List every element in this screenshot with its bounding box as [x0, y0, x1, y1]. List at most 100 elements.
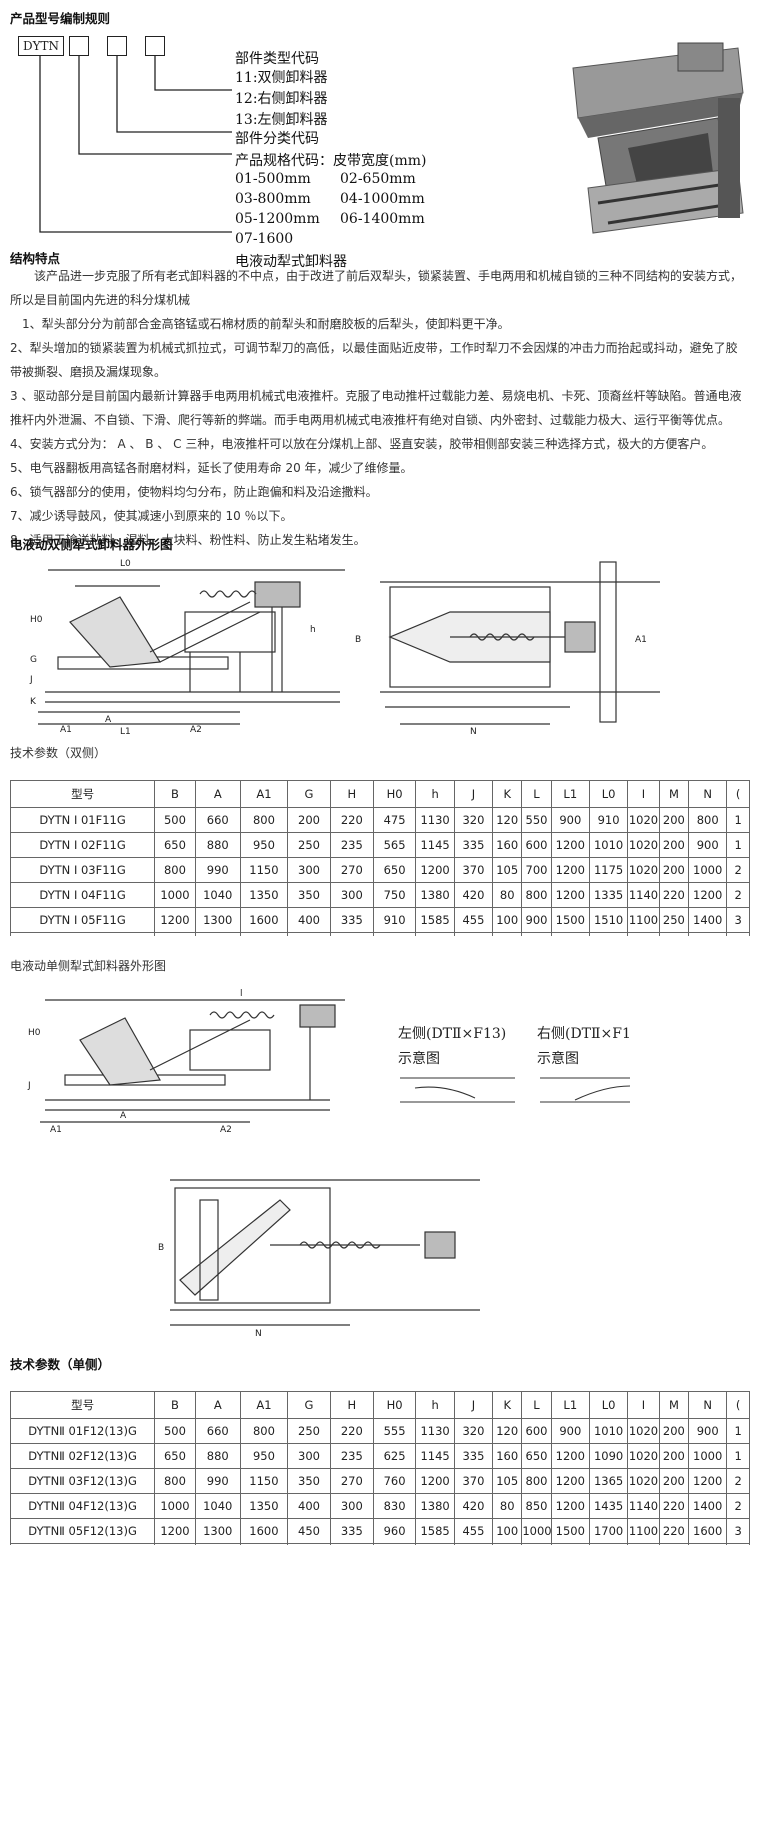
double-value-cell: 900: [521, 907, 552, 933]
single-value-cell: 1300: [194, 1543, 241, 1545]
double-value-cell: 1500: [550, 932, 590, 936]
double-value-cell: 335: [453, 832, 494, 858]
dim-A1-single: A1: [50, 1125, 62, 1135]
dim-l-single: l: [240, 989, 243, 999]
double-value-cell: 200: [287, 807, 331, 833]
single-model-cell: DYTNⅡ 03F12(13)G: [9, 1468, 156, 1494]
double-value-cell: 450: [287, 932, 331, 936]
single-value-cell: 100: [492, 1518, 523, 1544]
double-figure-title: 电液动双侧犁式卸料器外形图: [10, 537, 173, 552]
dim-A1-plan: A1: [635, 635, 647, 645]
double-value-cell: 1100: [627, 907, 660, 933]
single-value-cell: 1200: [550, 1468, 590, 1494]
double-header-cell: K: [492, 780, 523, 808]
dim-L0: L0: [120, 559, 131, 569]
single-value-cell: 1010: [588, 1418, 629, 1444]
double-value-cell: 700: [521, 857, 552, 883]
double-value-cell: 990: [194, 857, 241, 883]
single-value-cell: 830: [372, 1493, 417, 1519]
single-value-cell: 1150: [239, 1468, 289, 1494]
double-value-cell: 1400: [688, 907, 728, 933]
single-value-cell: 455: [453, 1518, 494, 1544]
single-value-cell: 1020: [627, 1418, 660, 1444]
single-value-cell: 650: [521, 1443, 552, 1469]
double-value-cell: 1810: [239, 932, 289, 936]
feature-5: 5、电气器翻板用高锰各耐磨材料，延长了使用寿命 20 年，减少了维修量。: [10, 461, 413, 475]
double-value-cell: 1200: [550, 882, 590, 908]
single-value-cell: 1130: [415, 1418, 455, 1444]
legend-04: 04-1000mm: [340, 191, 425, 207]
double-value-cell: 100: [492, 907, 523, 933]
single-value-cell: 400: [287, 1493, 331, 1519]
single-value-cell: 2: [726, 1468, 750, 1494]
double-params-title: 技术参数（双侧）: [10, 746, 107, 760]
double-header-cell: N: [688, 780, 728, 808]
dim-G: G: [30, 655, 37, 665]
double-value-cell: 1145: [415, 832, 455, 858]
single-header-cell: H: [329, 1391, 374, 1419]
single-value-cell: 1700: [588, 1518, 629, 1544]
single-value-cell: 1100: [627, 1518, 660, 1544]
double-value-cell: 500: [154, 807, 196, 833]
double-value-cell: 200: [658, 832, 690, 858]
double-value-cell: 1500: [550, 907, 590, 933]
double-value-cell: 220: [658, 882, 690, 908]
single-value-cell: 1: [726, 1418, 750, 1444]
single-header-cell: N: [688, 1391, 728, 1419]
single-value-cell: 335: [453, 1443, 494, 1469]
single-value-cell: 1350: [239, 1493, 289, 1519]
code-box-3: [145, 36, 165, 56]
single-model-cell: DYTNⅡ 04F12(13)G: [9, 1493, 156, 1519]
dim-N: N: [470, 727, 477, 737]
double-value-cell: 1040: [194, 882, 241, 908]
single-value-cell: 1020: [627, 1468, 660, 1494]
left-diagram-label: 左侧(DTⅡ×F13): [398, 1026, 507, 1042]
single-figure-title: 电液动单侧犁式卸料器外形图: [10, 959, 167, 973]
double-value-cell: 350: [287, 882, 331, 908]
single-value-cell: 990: [194, 1468, 241, 1494]
features-title: 结构特点: [10, 251, 61, 266]
single-value-cell: 350: [287, 1468, 331, 1494]
single-value-cell: 1090: [588, 1443, 629, 1469]
double-header-cell: M: [658, 780, 690, 808]
legend-12: 12:右侧卸料器: [235, 91, 328, 107]
single-value-cell: 960: [372, 1518, 417, 1544]
single-value-cell: 490: [453, 1543, 494, 1545]
single-value-cell: 660: [194, 1418, 241, 1444]
single-value-cell: 1000: [154, 1493, 196, 1519]
single-model-cell: DYTNⅡ 06F12(13)G: [9, 1543, 156, 1545]
double-value-cell: 3: [726, 932, 750, 936]
double-value-cell: 650: [154, 832, 196, 858]
double-value-cell: 1710: [588, 932, 629, 936]
double-value-cell: 900: [550, 807, 590, 833]
double-value-cell: 1350: [239, 882, 289, 908]
single-value-cell: 1200: [550, 1493, 590, 1519]
double-header-cell: L1: [550, 780, 590, 808]
single-value-cell: 1890: [588, 1543, 629, 1545]
double-value-cell: 880: [194, 832, 241, 858]
legend-part-type: 部件类型代码: [235, 51, 319, 67]
legend-02: 02-650mm: [340, 171, 416, 187]
double-value-cell: 1025: [372, 932, 417, 936]
double-value-cell: 3: [726, 907, 750, 933]
double-value-cell: 1200: [688, 882, 728, 908]
single-value-cell: 220: [658, 1493, 690, 1519]
double-value-cell: 1000: [154, 882, 196, 908]
single-value-cell: 420: [453, 1493, 494, 1519]
single-plan-drawing: B N: [158, 1179, 480, 1339]
single-value-cell: 370: [453, 1468, 494, 1494]
double-value-cell: 250: [658, 907, 690, 933]
double-model-cell: DYTN I 02F11G: [9, 832, 156, 858]
single-value-cell: 1500: [550, 1518, 590, 1544]
legend-11: 11:双侧卸料器: [235, 70, 328, 86]
double-value-cell: 335: [329, 907, 374, 933]
double-value-cell: 200: [658, 807, 690, 833]
single-value-cell: 220: [658, 1518, 690, 1544]
single-value-cell: 1140: [627, 1493, 660, 1519]
double-value-cell: 400: [287, 907, 331, 933]
legend-05: 05-1200mm: [235, 211, 320, 227]
double-value-cell: 80: [492, 882, 523, 908]
single-value-cell: 160: [492, 1443, 523, 1469]
